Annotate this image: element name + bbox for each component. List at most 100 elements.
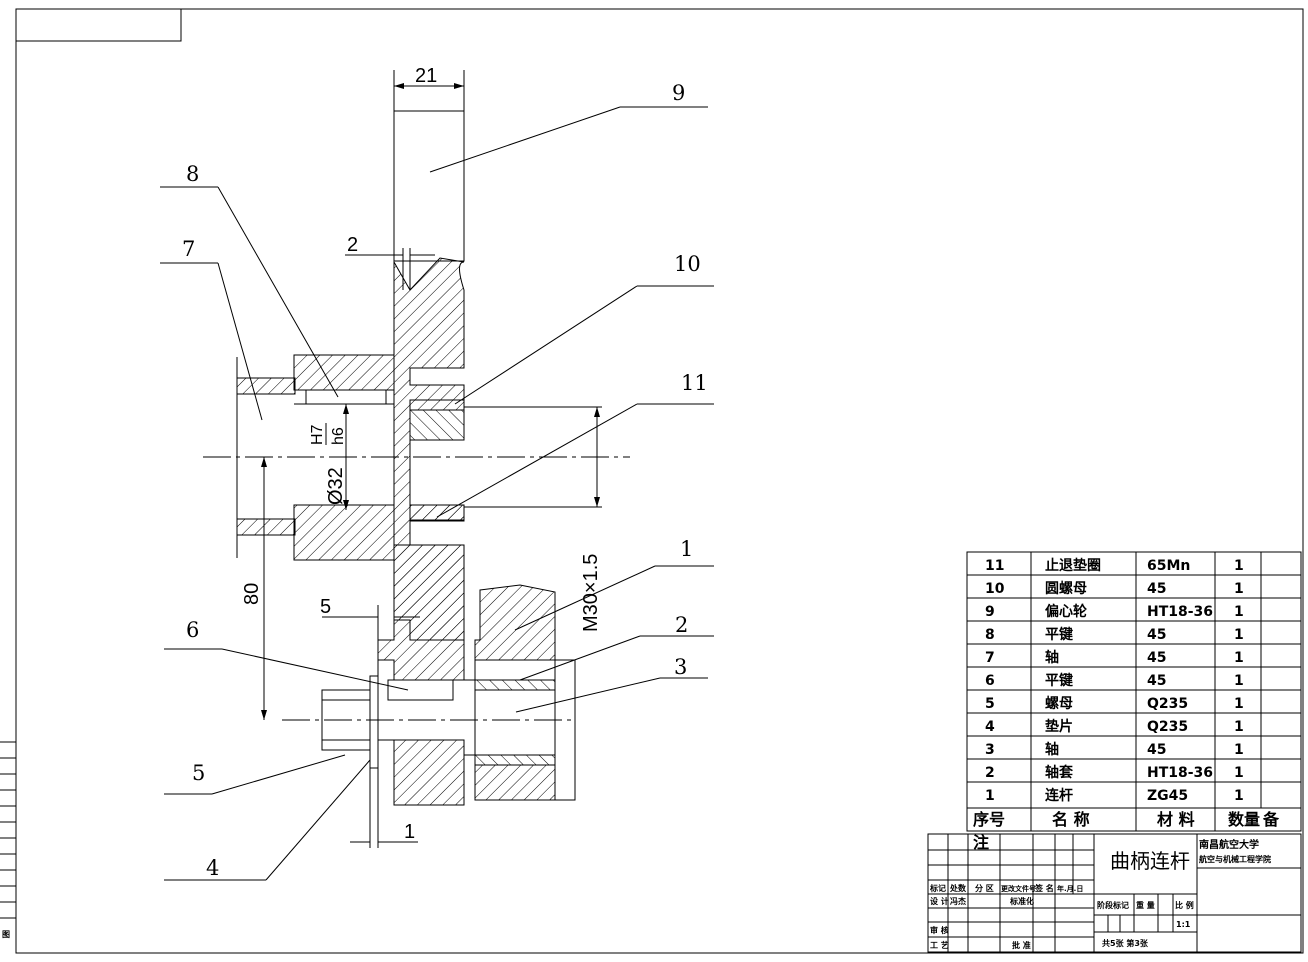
- callout-10: 10: [674, 252, 701, 276]
- parts-row-material: 65Mn: [1147, 558, 1190, 574]
- tb-review-label: 审 核: [930, 925, 949, 935]
- parts-header-no: 序号: [973, 810, 1005, 829]
- parts-row-material: HT18-36: [1147, 765, 1213, 781]
- parts-row-material: HT18-36: [1147, 604, 1213, 620]
- callouts: 9 8 7 10 11 1 2 3 6 5 4: [160, 81, 714, 881]
- parts-row-no: 3: [985, 742, 995, 758]
- parts-row-qty: 1: [1234, 696, 1244, 712]
- parts-row-name: 轴: [1045, 649, 1059, 666]
- parts-header-material: 材 料: [1157, 810, 1195, 829]
- tb-process-label: 工 艺: [930, 940, 949, 950]
- dim-fit-shaft: h6: [330, 427, 347, 445]
- eccentric-wheel-top: [393, 110, 465, 262]
- parts-row-qty: 1: [1234, 719, 1244, 735]
- parts-row-name: 螺母: [1045, 695, 1073, 712]
- school-name: 南昌航空大学: [1199, 838, 1259, 851]
- tb-scale-value: 1:1: [1176, 920, 1191, 929]
- tb-h-date: 年.月.日: [1057, 884, 1083, 893]
- dim-bore: Ø32: [325, 467, 347, 505]
- parts-header-name: 名 称: [1052, 810, 1090, 829]
- key-6: [387, 679, 454, 701]
- parts-row-no: 8: [985, 627, 995, 643]
- parts-row-no: 7: [985, 650, 995, 666]
- title-block: 曲柄连杆 南昌航空大学 航空与机械工程学院 标记 处数 分 区 更改文件号 签 …: [927, 833, 1302, 953]
- parts-row-name: 平键: [1045, 626, 1074, 643]
- parts-row-qty: 1: [1234, 788, 1244, 804]
- tb-scale-label: 比 例: [1175, 900, 1194, 910]
- parts-row-material: 45: [1147, 650, 1166, 666]
- parts-header-qty: 数量: [1228, 810, 1260, 829]
- parts-row-qty: 1: [1234, 558, 1244, 574]
- callout-11: 11: [681, 371, 708, 395]
- margin-mark: 图: [2, 930, 10, 939]
- parts-row-material: 45: [1147, 627, 1166, 643]
- parts-row-qty: 1: [1234, 627, 1244, 643]
- parts-row-no: 9: [985, 604, 995, 620]
- parts-row-qty: 1: [1234, 581, 1244, 597]
- drawing-frame: [15, 8, 1304, 954]
- parts-row-name: 轴: [1045, 741, 1059, 758]
- parts-row-no: 1: [985, 788, 995, 804]
- tb-h-sign: 签 名: [1034, 883, 1054, 893]
- parts-row-name: 轴套: [1045, 764, 1073, 781]
- parts-row-material: Q235: [1147, 696, 1188, 712]
- parts-row-qty: 1: [1234, 742, 1244, 758]
- dimensions: 21 2 5 1 80 Ø32 H7 h6 M30×1.5: [241, 65, 602, 848]
- callout-9: 9: [672, 81, 685, 105]
- callout-5: 5: [192, 761, 205, 785]
- callout-1: 1: [680, 537, 693, 561]
- dim-5: 5: [320, 596, 331, 618]
- parts-row-material: Q235: [1147, 719, 1188, 735]
- callout-4: 4: [206, 856, 219, 880]
- parts-row-no: 5: [985, 696, 995, 712]
- key-8: [305, 389, 387, 405]
- parts-row-material: 45: [1147, 742, 1166, 758]
- parts-row-no: 6: [985, 673, 995, 689]
- parts-row-no: 11: [985, 558, 1004, 574]
- callout-6: 6: [186, 618, 199, 642]
- parts-row-material: 45: [1147, 581, 1166, 597]
- tb-h-doc: 更改文件号: [1001, 884, 1036, 893]
- callout-8: 8: [186, 162, 199, 186]
- dim-80: 80: [241, 583, 263, 605]
- tb-h-mark: 标记: [929, 883, 946, 893]
- parts-row-qty: 1: [1234, 673, 1244, 689]
- left-margin-strip: 图: [0, 741, 16, 939]
- parts-row-name: 平键: [1045, 672, 1074, 689]
- parts-row-name: 连杆: [1045, 787, 1073, 804]
- callout-3: 3: [674, 655, 687, 679]
- parts-row-name: 垫片: [1045, 718, 1073, 735]
- parts-row-no: 4: [985, 719, 995, 735]
- parts-row-no: 2: [985, 765, 995, 781]
- parts-header-remark-b: 注: [973, 833, 989, 852]
- dim-21: 21: [415, 65, 437, 87]
- tb-sheets: 共5张 第3张: [1102, 938, 1149, 948]
- dim-1: 1: [404, 821, 415, 843]
- parts-row-qty: 1: [1234, 604, 1244, 620]
- dim-2: 2: [347, 234, 358, 256]
- tb-designer: 冯杰: [950, 896, 966, 906]
- parts-row-name: 偏心轮: [1045, 603, 1087, 620]
- dim-thread: M30×1.5: [580, 554, 602, 632]
- parts-row-material: 45: [1147, 673, 1166, 689]
- tb-standard-label: 标准化: [1009, 896, 1034, 906]
- code-box: [15, 8, 182, 42]
- washer-4: [369, 675, 379, 769]
- parts-row-qty: 1: [1234, 650, 1244, 666]
- callout-7: 7: [182, 237, 195, 261]
- parts-row-material: ZG45: [1147, 788, 1188, 804]
- parts-row-name: 圆螺母: [1045, 580, 1087, 597]
- parts-header-remark-a: 备: [1262, 810, 1280, 829]
- tb-design-label: 设 计: [930, 896, 949, 906]
- assembly-view: [203, 110, 630, 806]
- tb-approve-label: 批 准: [1012, 940, 1031, 950]
- tb-weight-label: 重 量: [1136, 900, 1155, 910]
- college-name: 航空与机械工程学院: [1199, 854, 1271, 864]
- callout-2: 2: [675, 613, 688, 637]
- tb-stage-label: 阶段标记: [1097, 900, 1129, 910]
- parts-row-name: 止退垫圈: [1045, 557, 1101, 574]
- drawing-title: 曲柄连杆: [1110, 849, 1190, 873]
- parts-row-no: 10: [985, 581, 1005, 597]
